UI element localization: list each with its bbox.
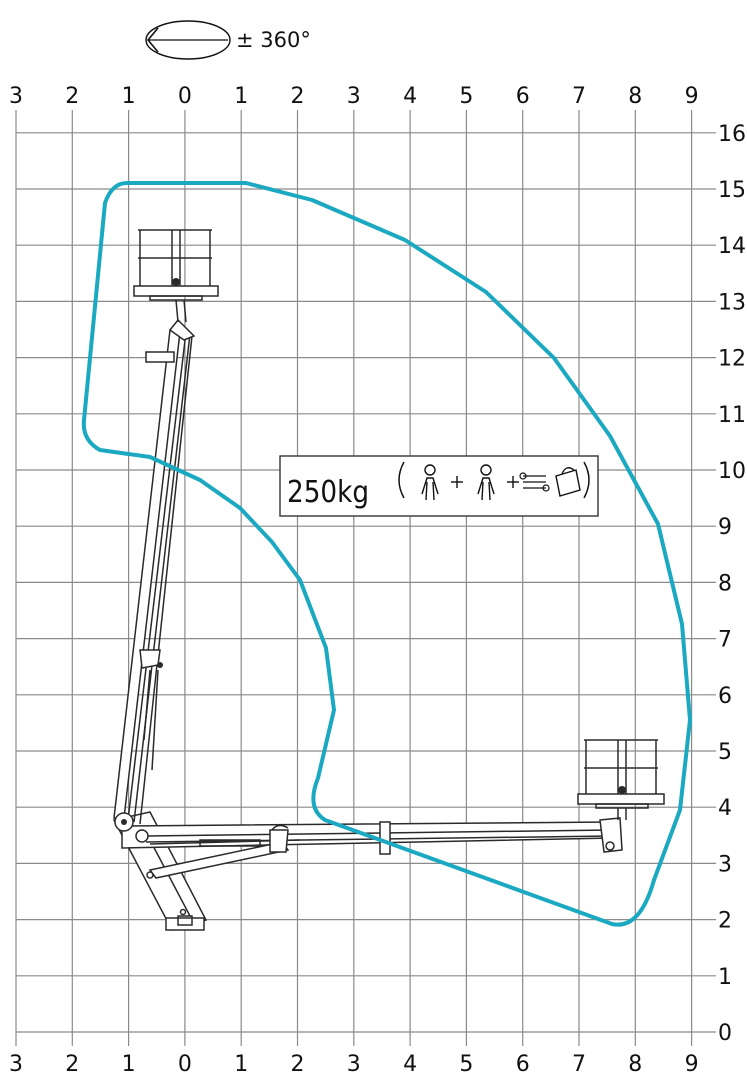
working-envelope (81, 181, 692, 927)
aerial-lift-machine (112, 229, 665, 931)
y-tick-label: 2 (718, 909, 732, 934)
plus-icon (451, 476, 463, 488)
x-tick-label: 5 (459, 84, 473, 109)
y-tick-label: 13 (718, 290, 746, 315)
rotation-indicator: ± 360° (145, 20, 311, 60)
x-tick-label: 3 (9, 1052, 23, 1077)
x-tick-label: 1 (122, 1052, 136, 1077)
person-icon (421, 464, 439, 501)
x-tick-label: 4 (403, 84, 417, 109)
lower-basket (577, 739, 665, 820)
x-tick-label: 0 (178, 1052, 192, 1077)
x-tick-label: 6 (516, 1052, 530, 1077)
x-tick-label: 1 (234, 84, 248, 109)
x-axis-top: 3 2 1 0 1 2 3 4 5 6 7 8 9 (9, 84, 699, 109)
y-tick-label: 15 (718, 178, 746, 203)
y-tick-label: 12 (718, 347, 746, 372)
x-tick-label: 3 (347, 84, 361, 109)
x-tick-label: 1 (234, 1052, 248, 1077)
x-tick-label: 2 (65, 84, 79, 109)
y-tick-label: 3 (718, 852, 732, 877)
x-tick-label: 0 (178, 84, 192, 109)
x-tick-label: 8 (628, 84, 642, 109)
x-tick-label: 1 (122, 84, 136, 109)
x-tick-label: 7 (572, 84, 586, 109)
rotation-ellipse-icon (145, 20, 231, 60)
grid (15, 110, 716, 1046)
x-tick-label: 3 (9, 84, 23, 109)
x-tick-label: 9 (685, 84, 699, 109)
y-tick-label: 4 (718, 796, 732, 821)
upper-basket (133, 229, 219, 301)
y-tick-label: 6 (718, 684, 732, 709)
capacity-label: 250kg (287, 475, 369, 510)
y-tick-label: 9 (718, 515, 732, 540)
rotation-label: ± 360° (236, 28, 311, 52)
y-tick-label: 11 (718, 403, 746, 428)
person-icon (477, 464, 495, 501)
x-tick-label: 2 (291, 84, 305, 109)
y-tick-label: 10 (718, 459, 746, 484)
x-axis-bottom: 3 2 1 0 1 2 3 4 5 6 7 8 9 (9, 1052, 699, 1077)
x-tick-label: 2 (65, 1052, 79, 1077)
x-tick-label: 7 (572, 1052, 586, 1077)
x-tick-label: 2 (291, 1052, 305, 1077)
y-tick-label: 1 (718, 965, 732, 990)
tools-icon (519, 467, 581, 497)
y-tick-label: 7 (718, 628, 732, 653)
x-tick-label: 8 (628, 1052, 642, 1077)
load-capacity-box: 250kg (279, 455, 599, 517)
y-tick-label: 16 (718, 122, 746, 147)
y-tick-label: 5 (718, 740, 732, 765)
y-tick-label: 0 (718, 1021, 732, 1046)
x-tick-label: 4 (403, 1052, 417, 1077)
x-tick-label: 9 (685, 1052, 699, 1077)
x-tick-label: 5 (459, 1052, 473, 1077)
y-tick-label: 8 (718, 571, 732, 596)
x-tick-label: 3 (347, 1052, 361, 1077)
x-tick-label: 6 (516, 84, 530, 109)
plus-icon (507, 476, 519, 488)
y-tick-label: 14 (718, 234, 746, 259)
